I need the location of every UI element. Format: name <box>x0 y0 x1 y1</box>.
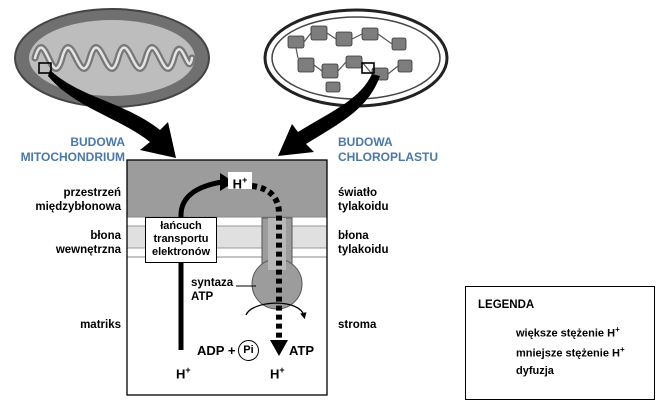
chloro-zoom-box <box>361 62 375 74</box>
proton-pump-arrow <box>178 179 223 350</box>
chloro-zoom-arrow <box>278 74 380 156</box>
legend-title: LEGENDA <box>478 299 535 311</box>
label-stroma: stroma <box>338 319 377 331</box>
h-top-box: H+ <box>228 172 252 191</box>
label-h-bottom-right: H+ <box>270 365 285 382</box>
rotation-arrow <box>245 302 307 320</box>
label-atp: ATP <box>289 343 315 358</box>
legend-item-diffusion: dyfuzja <box>516 365 554 377</box>
mito-zoom-box <box>38 62 52 74</box>
mito-zoom-arrow <box>48 70 176 158</box>
chloroplast-illustration <box>263 8 449 108</box>
label-matrix: matriks <box>80 319 121 331</box>
mitochondrion-illustration <box>14 8 210 108</box>
pi-circle: Pi <box>238 340 259 361</box>
label-adp: ADP + <box>197 343 236 358</box>
label-h-bottom-left: H+ <box>176 365 191 382</box>
legend-item-high: większe stężenie H+ <box>516 325 620 340</box>
legend: LEGENDA większe stężenie H+ mniejsze stę… <box>465 286 655 400</box>
legend-item-low: mniejsze stężenie H+ <box>516 345 625 360</box>
